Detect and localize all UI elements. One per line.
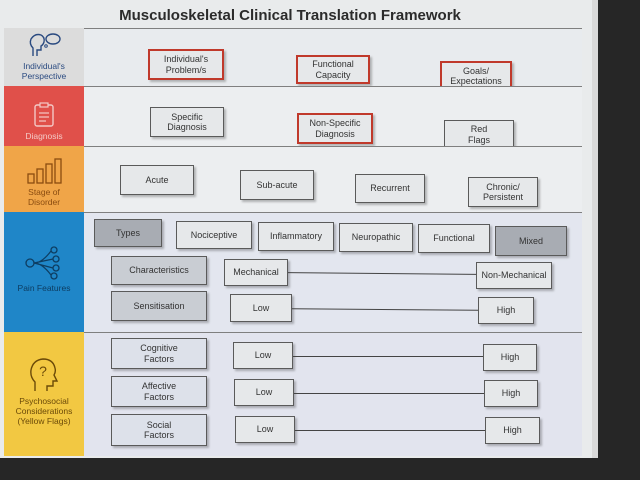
row-label-text: Diagnosis: [25, 131, 63, 142]
box-type-functional: Functional: [418, 224, 490, 253]
row-label-text: Individual's Perspective: [21, 61, 67, 82]
box-acute: Acute: [120, 165, 194, 195]
row-label-text: Pain Features: [17, 283, 71, 294]
box-cognitive-low: Low: [233, 342, 293, 369]
svg-text:?: ?: [39, 363, 47, 379]
box-social-factors: Social Factors: [111, 414, 207, 446]
box-type-nociceptive: Nociceptive: [176, 221, 252, 249]
clipboard-icon: [34, 102, 54, 127]
row-label-psychosocial: ? Psychosocial Considerations (Yellow Fl…: [4, 332, 84, 456]
box-social-low: Low: [235, 416, 295, 443]
head-question-icon: ?: [30, 358, 59, 392]
row-label-diagnosis: Diagnosis: [4, 86, 84, 146]
scale-line-social: [295, 430, 485, 431]
box-cognitive-factors: Cognitive Factors: [111, 338, 207, 369]
scale-line-affective: [294, 393, 484, 394]
box-sensitisation-low: Low: [230, 294, 292, 322]
box-non-mechanical: Non-Mechanical: [476, 262, 552, 289]
row-label-perspective: Individual's Perspective: [4, 28, 84, 86]
box-social-high: High: [485, 417, 540, 444]
box-affective-low: Low: [234, 379, 294, 406]
box-specific-diagnosis: Specific Diagnosis: [150, 107, 224, 137]
row-label-text: Psychosocial Considerations (Yellow Flag…: [15, 396, 73, 426]
box-red-flags: Red Flags: [444, 120, 514, 149]
row-label-stage: Stage of Disorder: [4, 146, 84, 212]
box-chronic-persistent: Chronic/ Persistent: [468, 177, 538, 207]
box-type-inflammatory: Inflammatory: [258, 222, 334, 251]
box-types: Types: [94, 219, 162, 247]
box-cognitive-high: High: [483, 344, 537, 371]
row-label-pain: Pain Features: [4, 212, 84, 332]
box-mechanical: Mechanical: [224, 259, 288, 286]
speech-head-icon: [29, 33, 61, 57]
box-non-specific-diagnosis: Non-Specific Diagnosis: [297, 113, 373, 144]
box-functional-capacity: Functional Capacity: [296, 55, 370, 84]
box-individuals-problems: Individual's Problem/s: [148, 49, 224, 80]
box-characteristics: Characteristics: [111, 256, 207, 285]
box-recurrent: Recurrent: [355, 174, 425, 203]
scale-line-cognitive: [293, 356, 483, 357]
box-affective-factors: Affective Factors: [111, 376, 207, 407]
bar-chart-icon: [27, 158, 62, 185]
box-sub-acute: Sub-acute: [240, 170, 314, 200]
box-affective-high: High: [484, 380, 538, 407]
box-type-mixed: Mixed: [495, 226, 567, 256]
slide: Musculoskeletal Clinical Translation Fra…: [0, 0, 598, 458]
box-sensitisation-high: High: [478, 297, 534, 324]
page-title: Musculoskeletal Clinical Translation Fra…: [119, 7, 461, 24]
box-type-neuropathic: Neuropathic: [339, 223, 413, 252]
row-label-text: Stage of Disorder: [27, 187, 61, 208]
network-icon: [25, 246, 60, 280]
box-sensitisation: Sensitisation: [111, 291, 207, 321]
